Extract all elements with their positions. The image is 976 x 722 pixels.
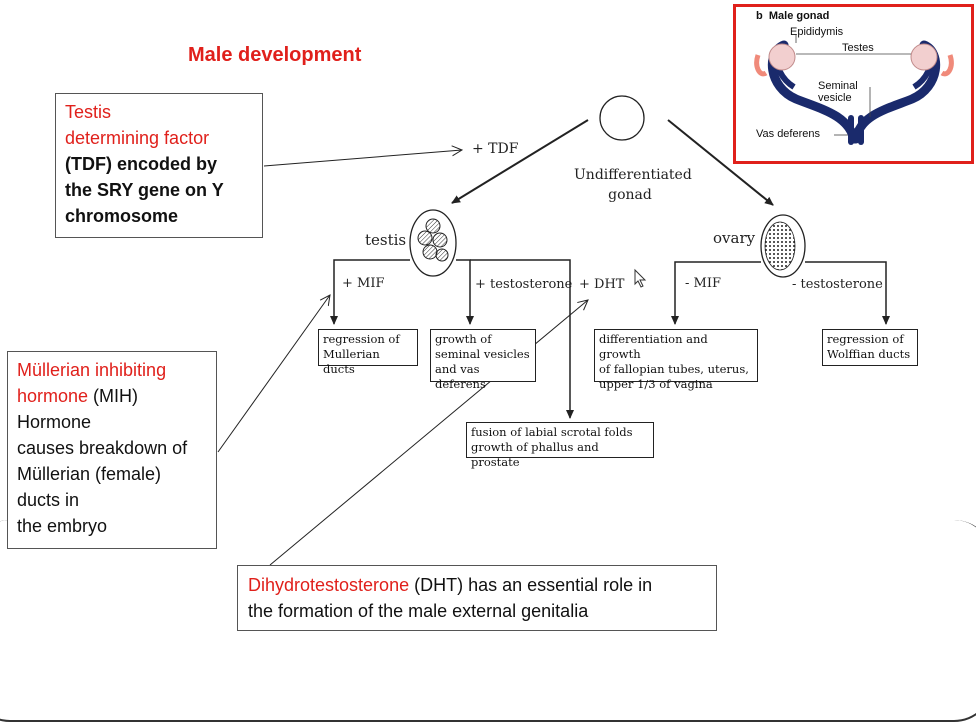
arrow-ovary-mif (671, 261, 761, 325)
testosterone-minus-label: - testosterone (792, 277, 883, 292)
vas-deferens-label: Vas deferens (756, 128, 821, 140)
undifferentiated-gonad-shape (599, 95, 645, 141)
arrow-tdf-callout (263, 150, 462, 167)
arrow-mih-callout (217, 295, 330, 453)
arrow-testis-mif (330, 259, 410, 325)
male-gonad-illustration (754, 35, 954, 145)
mif-plus-label: + MIF (342, 276, 385, 291)
undifferentiated-gonad-label: Undifferentiated gonad (574, 167, 692, 203)
dht-callout: Dihydrotestosterone (DHT) has an essenti… (237, 565, 717, 631)
dht-plus-label: + DHT (579, 277, 625, 292)
mouse-cursor-icon (634, 268, 647, 288)
box-growth-seminal: growth of seminal vesicles and vas defer… (430, 329, 536, 391)
testis-label: testis (365, 231, 407, 249)
arrow-ovary-testosterone (805, 261, 890, 325)
seminal-vesicle-label: Seminal vesicle (818, 80, 858, 104)
inset-title: b Male gonad (756, 10, 830, 22)
arrow-testis-dht (470, 259, 574, 419)
right-testis-shape (910, 43, 938, 71)
box-female-differentiation: differentiation and growth of fallopian … (594, 329, 758, 391)
tdf-callout: Testis determining factor (TDF) encoded … (55, 93, 263, 238)
testosterone-plus-label: + testosterone (475, 277, 573, 292)
box-regression-wolffian: regression of Wolffian ducts (822, 329, 918, 366)
slide-title: Male development (188, 44, 362, 66)
arrow-gonad-to-testis (451, 119, 589, 204)
mif-minus-label: - MIF (685, 276, 721, 291)
ovary-label: ovary (713, 229, 756, 247)
slide: Male development (0, 4, 976, 722)
tdf-label: + TDF (472, 141, 519, 157)
epididymis-label: Epididymis (790, 26, 844, 38)
arrow-testis-testosterone (456, 259, 474, 325)
left-testis-shape (768, 43, 796, 71)
male-gonad-inset: b Male gonad Epididymis Testes Seminal v… (733, 4, 974, 164)
box-labial-fusion: fusion of labial scrotal folds growth of… (466, 422, 654, 469)
testes-label: Testes (842, 42, 874, 54)
arrow-gonad-to-ovary (667, 119, 774, 206)
box-regression-mullerian: regression of Mullerian ducts (318, 329, 418, 376)
mih-callout: Müllerian inhibiting hormone (MIH) Hormo… (7, 351, 217, 549)
